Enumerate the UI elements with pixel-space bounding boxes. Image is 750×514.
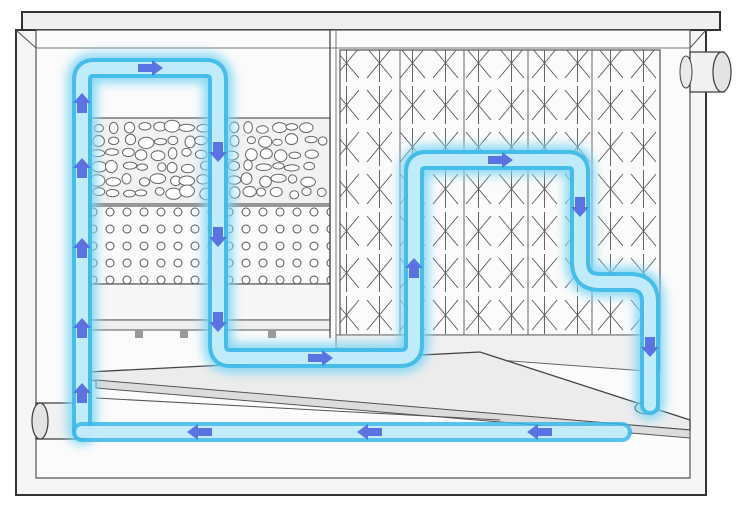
- pebble: [179, 184, 195, 198]
- flow-arrow-icon: [209, 227, 227, 247]
- pebble: [272, 138, 283, 146]
- pebble: [105, 177, 122, 187]
- pebble: [178, 175, 196, 187]
- pebble: [136, 163, 148, 171]
- pebble: [180, 163, 195, 174]
- pebble: [105, 148, 119, 156]
- pebble: [245, 148, 258, 162]
- pebble: [121, 173, 132, 185]
- pebble: [259, 175, 272, 188]
- pebble: [166, 161, 178, 174]
- pebble: [285, 123, 299, 131]
- flow-arrow-icon: [73, 383, 91, 403]
- pebble: [121, 147, 135, 158]
- pebble: [167, 135, 179, 146]
- pebble: [317, 136, 328, 146]
- crossflow-media-block: [335, 49, 661, 373]
- pebble: [274, 149, 288, 163]
- flow-arrow-icon: [138, 60, 163, 76]
- pebble: [124, 133, 137, 146]
- pebble: [178, 123, 195, 132]
- pebble: [138, 122, 152, 131]
- pebble: [270, 173, 287, 183]
- flow-arrow-icon: [527, 424, 552, 440]
- pebble: [300, 176, 316, 188]
- flow-arrow-icon: [73, 318, 91, 338]
- pebble: [122, 161, 138, 170]
- pebble: [259, 148, 273, 160]
- flow-arrow-icon: [357, 424, 382, 440]
- pebble: [181, 147, 192, 157]
- pebble: [242, 186, 257, 198]
- pebble: [108, 121, 119, 135]
- flow-arrow-icon: [209, 312, 227, 332]
- pebble: [243, 159, 253, 171]
- pebble: [304, 135, 318, 144]
- pebble: [272, 122, 288, 134]
- flow-arrow-icon: [308, 350, 333, 366]
- pebble: [269, 186, 283, 198]
- pebble: [246, 136, 256, 145]
- pebble: [157, 162, 167, 172]
- pebble: [134, 149, 148, 161]
- pebble: [138, 136, 155, 149]
- pebble: [138, 177, 151, 187]
- pebble: [304, 149, 319, 159]
- flow-arrow-icon: [73, 158, 91, 178]
- flow-arrow-icon: [641, 337, 659, 357]
- pebble: [134, 189, 148, 197]
- outlet-pipe: [679, 51, 732, 93]
- pebble: [165, 187, 182, 200]
- flow-arrow-icon: [571, 197, 589, 217]
- pebble: [243, 121, 253, 134]
- pebble: [301, 187, 312, 197]
- flow-arrow-icon: [405, 258, 423, 278]
- pebble: [149, 173, 167, 185]
- pebble: [123, 189, 136, 198]
- pebble: [287, 174, 298, 184]
- pebble: [154, 187, 165, 196]
- flow-arrow-icon: [209, 142, 227, 162]
- pebble: [167, 147, 178, 160]
- pebble: [288, 151, 302, 160]
- pebble: [303, 161, 316, 171]
- pebble: [163, 119, 181, 133]
- flow-arrow-icon: [73, 93, 91, 113]
- pebble: [284, 133, 299, 146]
- pebble: [123, 121, 136, 134]
- pebble: [153, 138, 168, 146]
- pebble: [256, 125, 269, 134]
- pebble: [272, 162, 285, 170]
- pebble: [258, 135, 273, 148]
- pebble: [104, 160, 118, 173]
- pebble: [289, 190, 300, 200]
- flow-arrow-icon: [73, 238, 91, 258]
- pebble: [283, 164, 300, 172]
- flow-arrow-icon: [488, 152, 513, 168]
- flow-arrow-icon: [187, 424, 212, 440]
- water-flow-path: [67, 53, 665, 447]
- pebble: [150, 150, 166, 162]
- pebble: [255, 163, 272, 171]
- pebble: [316, 187, 327, 198]
- pebble: [184, 135, 196, 149]
- pebble: [256, 187, 267, 197]
- pebble: [299, 122, 314, 133]
- pebble: [108, 136, 120, 146]
- pebble: [105, 189, 120, 198]
- pebble: [240, 172, 253, 185]
